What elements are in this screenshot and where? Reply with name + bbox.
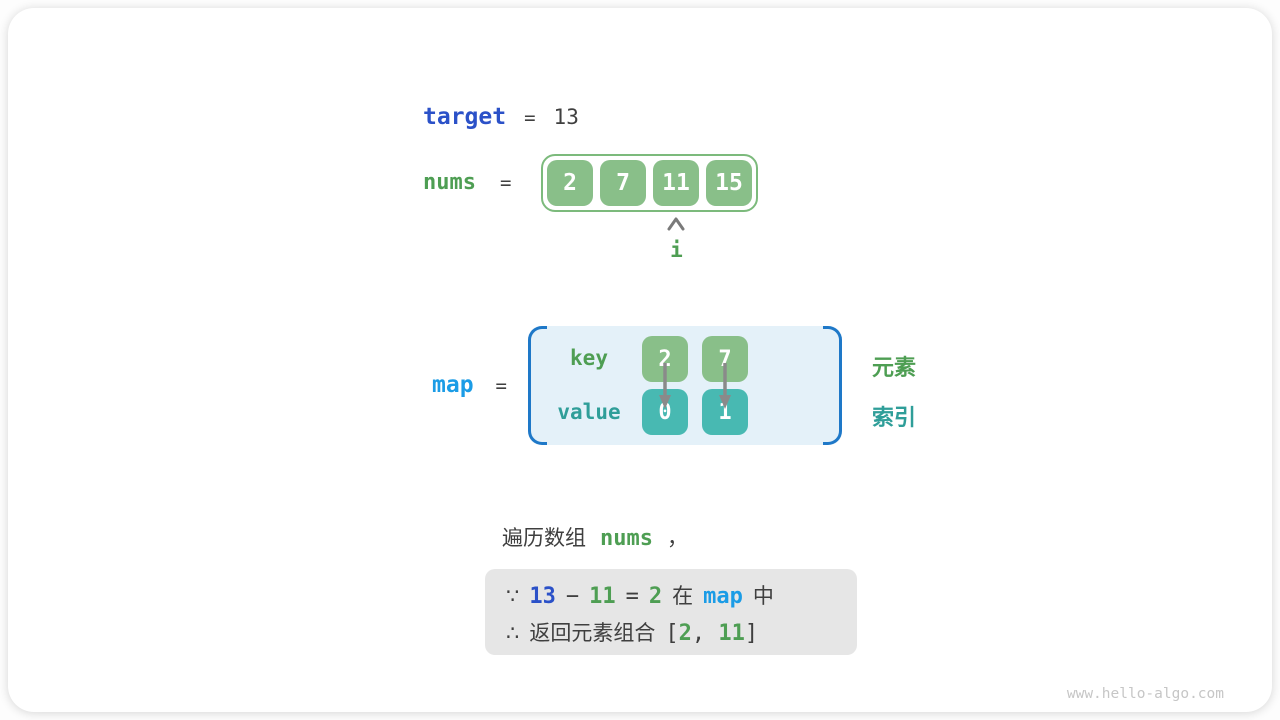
map-variable: map [432, 372, 474, 398]
conclusion-line-2: ∴ 返回元素组合 [ 2 , 11 ] [506, 617, 857, 654]
array-cell: 7 [600, 160, 646, 206]
caption-text: 遍历数组 [502, 527, 586, 550]
complement-number: 2 [648, 584, 663, 609]
right-bracket: ] [744, 621, 759, 646]
minus-sign: − [565, 584, 580, 609]
figure-card: target = 13 nums = 2 7 11 15 i map = key… [8, 8, 1272, 712]
caption-comma: ， [666, 527, 688, 550]
equals-sign: = [495, 375, 507, 397]
equals-sign: = [524, 107, 536, 129]
result-pair: [ 2 , 11 ] [665, 621, 758, 646]
index-pointer-label: i [670, 238, 683, 262]
current-number: 11 [589, 584, 616, 609]
comma: , [691, 621, 719, 646]
map-value-cell: 1 [702, 389, 748, 435]
element-side-label: 元素 [872, 355, 917, 380]
target-variable: target [423, 104, 507, 130]
map-value-cell: 0 [642, 389, 688, 435]
index-side-label: 索引 [872, 405, 917, 430]
key-to-value-arrow-icon [717, 363, 733, 418]
therefore-symbol: ∴ [506, 622, 520, 645]
target-number: 13 [529, 584, 556, 609]
array-cell: 15 [706, 160, 752, 206]
because-symbol: ∵ [506, 585, 520, 608]
caption-nums-code: nums [600, 526, 653, 551]
result-number: 2 [678, 621, 692, 646]
nums-variable: nums [423, 170, 476, 195]
nums-array: 2 7 11 15 [541, 154, 758, 212]
key-row-label: key [570, 346, 608, 370]
zhong-text: 中 [752, 585, 774, 608]
map-code: map [703, 584, 743, 609]
conclusion-line-1: ∵ 13 − 11 = 2 在 map 中 [506, 580, 857, 617]
array-cell: 2 [547, 160, 593, 206]
right-bracket [823, 326, 842, 445]
caption-line: 遍历数组 nums ， [502, 522, 688, 552]
hash-map-box: key value 2 7 0 1 [528, 326, 842, 445]
value-row-label: value [557, 400, 621, 424]
left-bracket [528, 326, 547, 445]
target-value: 13 [553, 105, 579, 129]
zai-text: 在 [672, 585, 694, 608]
index-pointer-arrow-icon [666, 217, 686, 236]
array-cell: 11 [653, 160, 699, 206]
watermark: www.hello-algo.com [1066, 686, 1224, 702]
return-text: 返回元素组合 [529, 622, 656, 645]
nums-label-row: nums = [423, 170, 511, 195]
result-number: 11 [718, 621, 745, 646]
equals-sign: = [625, 584, 639, 609]
left-bracket: [ [665, 621, 679, 646]
equals-sign: = [499, 172, 512, 194]
key-to-value-arrow-icon [657, 363, 673, 418]
target-row: target = 13 [423, 104, 579, 130]
conclusion-box: ∵ 13 − 11 = 2 在 map 中 ∴ 返回元素组合 [ 2 , 11 … [485, 569, 857, 655]
map-label-row: map = [432, 372, 507, 398]
